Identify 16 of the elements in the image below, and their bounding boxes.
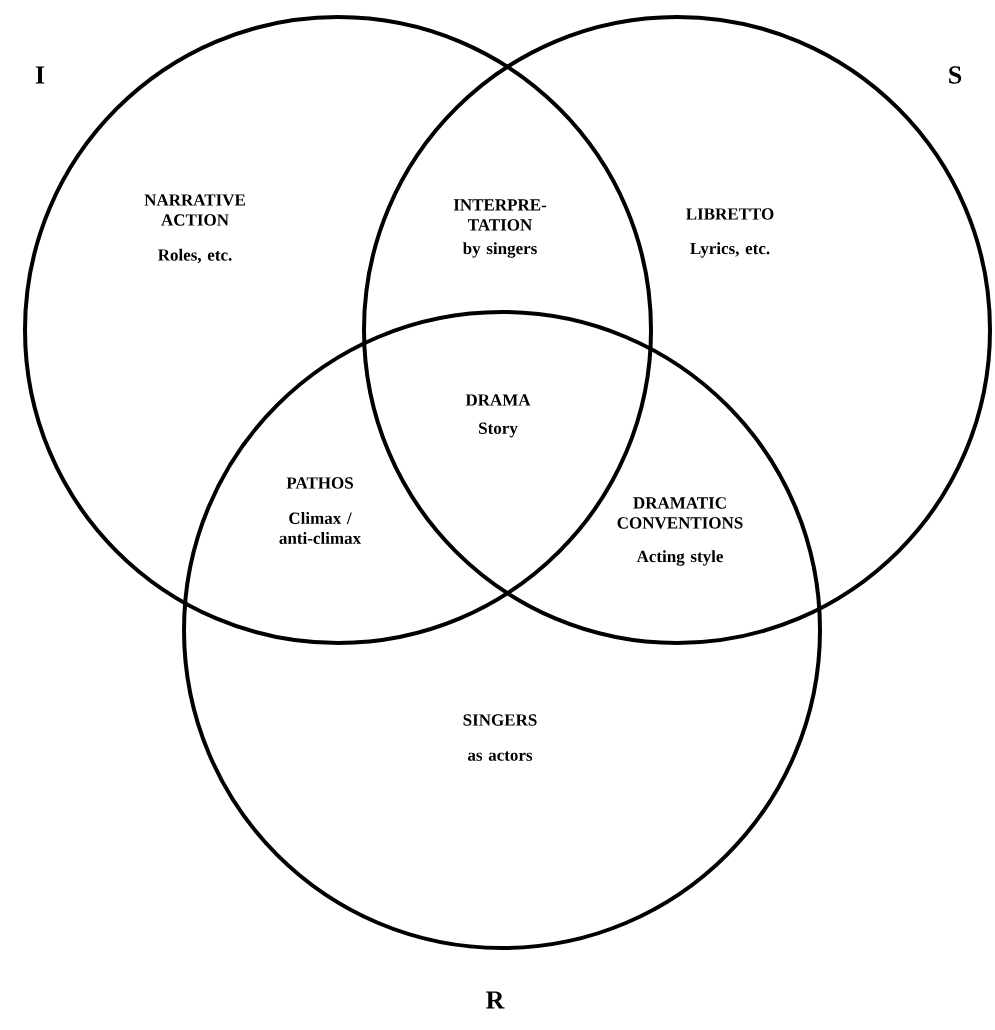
set-letter: R <box>486 991 505 1009</box>
region-heading: DRAMATIC CONVENTIONS <box>617 497 743 529</box>
region-text: Roles, etc. <box>158 248 232 264</box>
set-letter: I <box>35 66 45 84</box>
region-text: Lyrics, etc. <box>690 242 770 258</box>
region-heading: SINGERS <box>463 714 537 726</box>
region-heading: PATHOS <box>286 477 353 489</box>
set-letter: S <box>949 66 962 84</box>
region-text: Story <box>479 422 518 438</box>
region-heading: DRAMA <box>465 394 531 406</box>
region-heading: NARRATIVE ACTION <box>144 194 245 226</box>
region-text: by singers <box>462 242 537 258</box>
region-heading: LIBRETTO <box>686 208 774 220</box>
region-text: as actors <box>467 751 533 761</box>
region-text: Acting style <box>636 550 723 566</box>
region-text: Climax / anti-climax <box>279 512 361 544</box>
